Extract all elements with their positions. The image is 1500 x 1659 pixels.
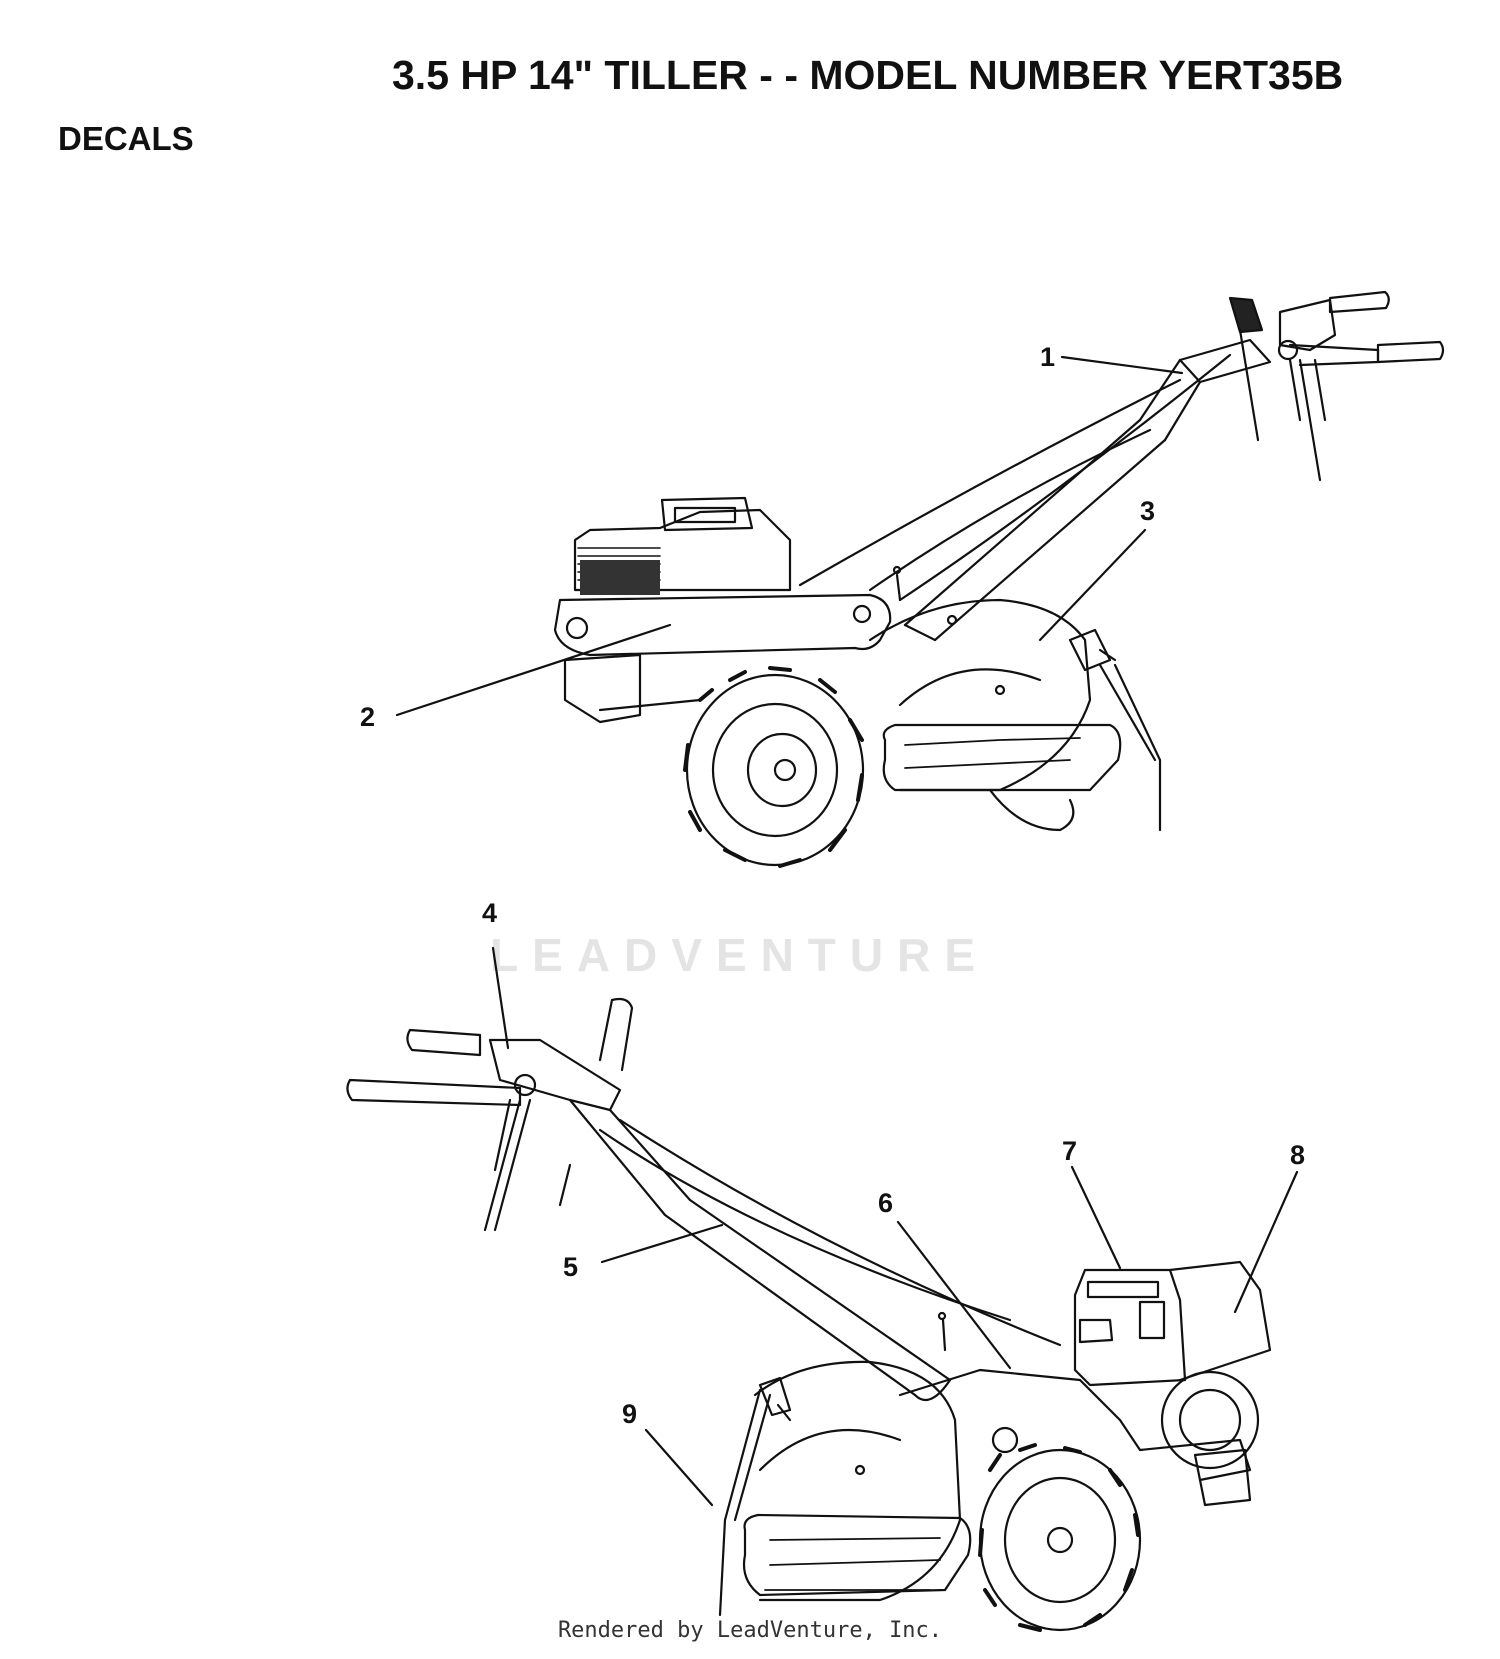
callout-6: 6	[878, 1188, 893, 1218]
watermark: LEADVENTURE	[490, 929, 990, 981]
leader-line-2	[395, 623, 672, 717]
callout-7: 7	[1062, 1136, 1077, 1166]
wheel-top	[683, 666, 865, 868]
callout-1: 1	[1040, 342, 1055, 372]
tiller-bottom-view	[346, 997, 1272, 1632]
callout-4: 4	[482, 898, 497, 928]
leader-line-3	[1038, 528, 1147, 642]
leader-line-6	[896, 1220, 1012, 1370]
leader-line-9	[644, 1428, 714, 1507]
callout-5: 5	[563, 1252, 578, 1282]
leader-line-1	[1060, 355, 1184, 375]
callout-2: 2	[360, 702, 375, 732]
callout-3: 3	[1140, 496, 1155, 526]
leader-line-8	[1233, 1170, 1299, 1314]
section-heading: DECALS	[58, 120, 194, 157]
tiller-top-view	[553, 290, 1445, 868]
wheel-bottom	[978, 1443, 1142, 1632]
footer-credit: Rendered by LeadVenture, Inc.	[557, 1618, 943, 1643]
leader-line-5	[600, 1223, 724, 1264]
leader-line-7	[1070, 1165, 1122, 1270]
callout-9: 9	[622, 1399, 637, 1429]
callout-8: 8	[1290, 1140, 1305, 1170]
page-title: 3.5 HP 14" TILLER - - MODEL NUMBER YERT3…	[392, 52, 1344, 98]
leader-line-4	[491, 946, 510, 1050]
